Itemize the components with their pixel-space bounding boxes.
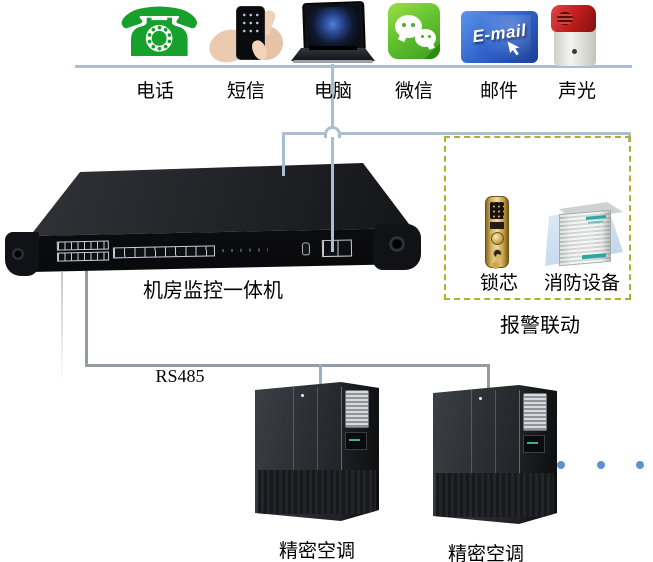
alarm-link-left-drop (282, 132, 285, 176)
email-icon: E-mail (461, 11, 538, 63)
channel-label-phone: 电话 (135, 81, 174, 102)
sound-light-alarm-icon (549, 5, 601, 66)
rj45-port-block (112, 245, 216, 259)
ellipsis-dot (557, 461, 565, 469)
cabinet-2-label: 精密空调 (447, 544, 524, 562)
power-slot (301, 242, 311, 256)
uplink-port-block (321, 239, 353, 258)
channel-label-wechat: 微信 (394, 81, 433, 102)
rs485-drop-cabinet-1 (319, 364, 322, 388)
cabinet-vent-panel (523, 393, 547, 431)
cabinet-display (345, 432, 367, 450)
cabinet-body (255, 382, 379, 521)
ellipsis-dot (636, 461, 644, 469)
device-right-mounting-ear (373, 224, 421, 270)
sms-icon (205, 6, 287, 68)
cabinet-led (479, 397, 482, 400)
computer-link-line-upper (331, 64, 334, 127)
rs485-horizontal-line (85, 364, 490, 367)
channel-label-computer: 电脑 (313, 81, 352, 102)
lock-core-label: 锁芯 (479, 273, 518, 294)
air-conditioner-cabinet-1 (255, 382, 379, 521)
wechat-icon (388, 3, 440, 59)
air-conditioner-cabinet-2 (433, 385, 557, 524)
cabinet-grille (258, 470, 376, 514)
alarm-linkage-box (444, 136, 631, 300)
channel-label-email: 邮件 (479, 81, 518, 102)
fire-equipment-front (559, 209, 611, 267)
rs485-label: RS485 (155, 366, 205, 386)
top-bus-line (75, 65, 632, 68)
ellipsis-dot (597, 461, 605, 469)
channel-label-sms: 短信 (226, 81, 265, 102)
computer-icon (291, 0, 375, 66)
rj45-port-block (56, 240, 109, 251)
line-crossover-arc (324, 126, 341, 138)
laptop-base (291, 48, 375, 61)
telephone-icon: ☎ (117, 0, 202, 73)
cabinet-1-label: 精密空调 (278, 541, 355, 562)
cabinet-grille (436, 473, 554, 517)
fire-equipment-label: 消防设备 (543, 273, 620, 294)
cabinet-vent-panel (345, 390, 369, 428)
channel-label-sound-light: 声光 (557, 81, 596, 102)
status-leds (221, 248, 268, 253)
fire-equipment-icon (543, 200, 629, 270)
monitor-device-label: 机房监控一体机 (143, 280, 283, 302)
computer-link-line-lower (331, 137, 334, 252)
faint-left-line (61, 272, 63, 384)
lock-core-icon (481, 196, 511, 270)
device-top-surface (30, 163, 412, 236)
monitor-device (5, 148, 435, 283)
alarm-linkage-title: 报警联动 (500, 315, 580, 337)
rj45-port-block (56, 251, 110, 262)
rs485-vertical-line (85, 268, 88, 367)
cabinet-body (433, 385, 557, 524)
siren-grille (557, 12, 573, 25)
cabinet-display (523, 435, 545, 453)
device-left-mounting-ear (5, 232, 39, 276)
cabinet-led (301, 394, 304, 397)
alarm-link-horizontal-line (282, 132, 631, 135)
rs485-drop-cabinet-2 (487, 364, 490, 391)
